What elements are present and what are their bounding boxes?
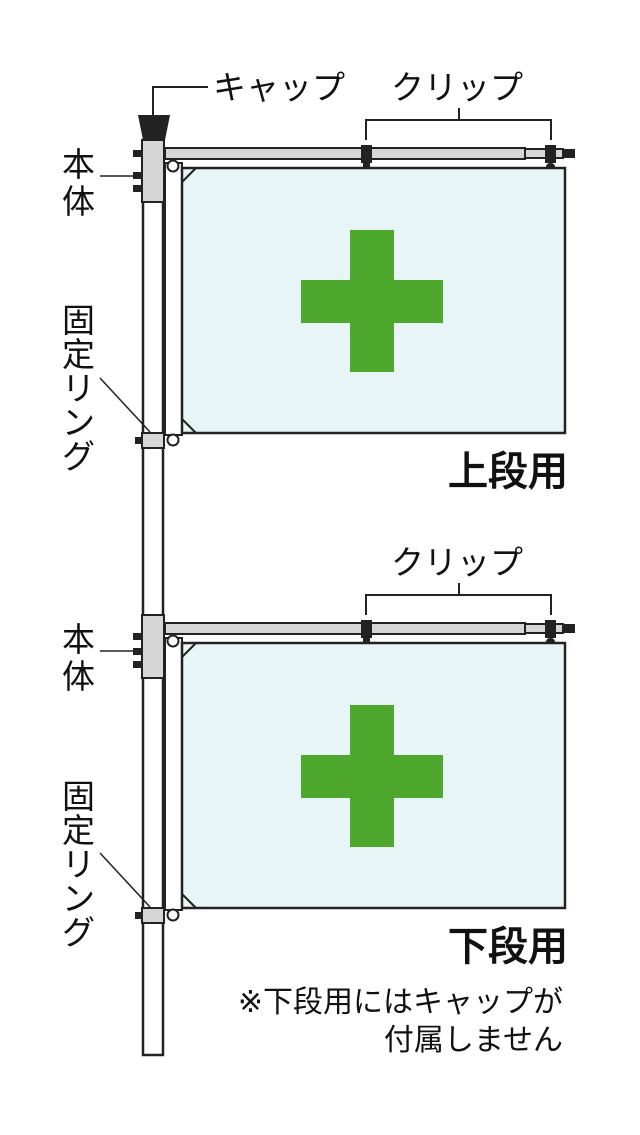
lower-ring-label-3: リ xyxy=(62,845,95,884)
lower-ring-label-5: グ xyxy=(62,913,95,952)
lower-fixing-ring xyxy=(99,852,165,924)
lower-unit xyxy=(99,583,575,924)
cap-label: キャップ xyxy=(213,68,345,107)
upper-cross-mark xyxy=(301,230,443,372)
upper-ring-label-2: 定 xyxy=(62,335,95,374)
upper-clip-bracket xyxy=(365,119,552,140)
upper-unit-label: 上段用 xyxy=(448,449,568,495)
lower-clip-1 xyxy=(361,620,372,644)
upper-body-label-2: 体 xyxy=(62,182,95,221)
upper-ring-label-4: ン xyxy=(62,403,95,442)
lower-clip-bracket xyxy=(365,594,552,615)
upper-body-label-1: 本 xyxy=(62,145,95,184)
upper-ring-label-5: グ xyxy=(62,437,95,476)
note-line-1: ※下段用にはキャップが xyxy=(238,985,563,1020)
lower-ring-label-1: 固 xyxy=(62,777,95,816)
upper-body-fitting xyxy=(100,139,165,203)
upper-ring-label-1: 固 xyxy=(62,301,95,340)
lower-flag xyxy=(164,634,567,922)
note-line-2: 付属しません xyxy=(384,1023,563,1058)
lower-clip-label: クリップ xyxy=(391,543,523,582)
upper-fixing-ring xyxy=(99,377,165,449)
cap xyxy=(138,86,208,140)
lower-body-label-2: 体 xyxy=(62,657,95,696)
upper-flag xyxy=(164,159,567,447)
upper-unit xyxy=(99,108,575,449)
lower-ring-label-4: ン xyxy=(62,879,95,918)
upper-ring-label-3: リ xyxy=(62,369,95,408)
lower-body-label-1: 本 xyxy=(62,620,95,659)
lower-body-fitting xyxy=(100,614,165,679)
upper-clip-label: クリップ xyxy=(391,68,523,107)
lower-cross-mark xyxy=(301,705,443,847)
upper-clip-1 xyxy=(361,145,372,169)
lower-ring-label-2: 定 xyxy=(62,811,95,850)
lower-unit-label: 下段用 xyxy=(448,924,568,970)
